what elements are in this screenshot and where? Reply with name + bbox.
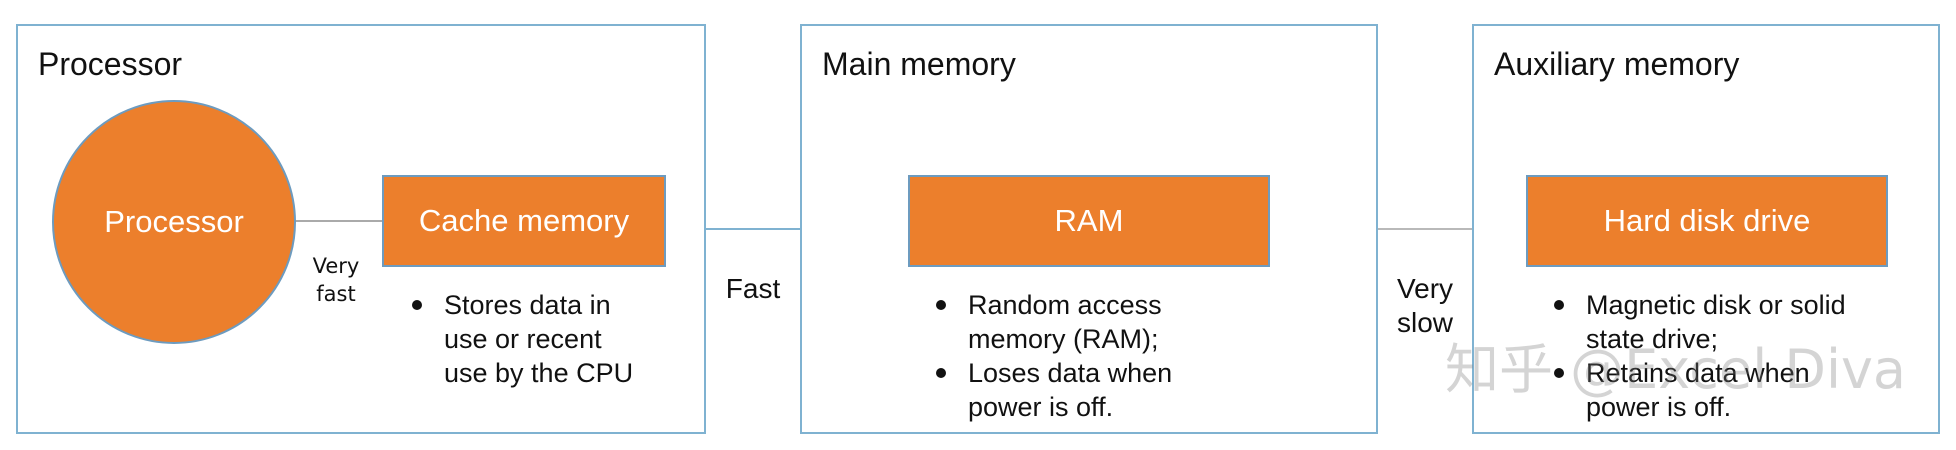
cache-memory-label: Cache memory — [418, 203, 630, 238]
ram-box: RAM — [908, 175, 1270, 267]
fast-connector — [706, 228, 800, 230]
hard-disk-drive-label: Hard disk drive — [1603, 203, 1811, 238]
watermark: 知乎 @Excel Diva — [1445, 338, 1907, 401]
processor-circle: Processor — [52, 100, 296, 344]
bullet-item: Loses data when power is off. — [930, 356, 1220, 424]
bullet-item: Stores data in use or recent use by the … — [406, 288, 636, 390]
ram-label: RAM — [1054, 203, 1124, 238]
very-fast-connector — [294, 220, 382, 222]
fast-label: Fast — [725, 273, 781, 304]
processor-circle-label: Processor — [104, 204, 244, 239]
hard-disk-drive-bullets: Magnetic disk or solid state drive; Reta… — [1548, 288, 1878, 424]
bullet-item: Random access memory (RAM); — [930, 288, 1220, 356]
very-slow-connector — [1378, 228, 1472, 230]
processor-panel-title: Processor — [38, 46, 183, 82]
auxiliary-memory-panel-title: Auxiliary memory — [1494, 46, 1740, 82]
bullet-item: Retains data when power is off. — [1548, 356, 1878, 424]
main-memory-panel-title: Main memory — [822, 46, 1016, 82]
hard-disk-drive-box: Hard disk drive — [1526, 175, 1888, 267]
cache-memory-bullets: Stores data in use or recent use by the … — [406, 288, 636, 390]
cache-memory-box: Cache memory — [382, 175, 666, 267]
ram-bullets: Random access memory (RAM); Loses data w… — [930, 288, 1220, 424]
bullet-item: Magnetic disk or solid state drive; — [1548, 288, 1878, 356]
